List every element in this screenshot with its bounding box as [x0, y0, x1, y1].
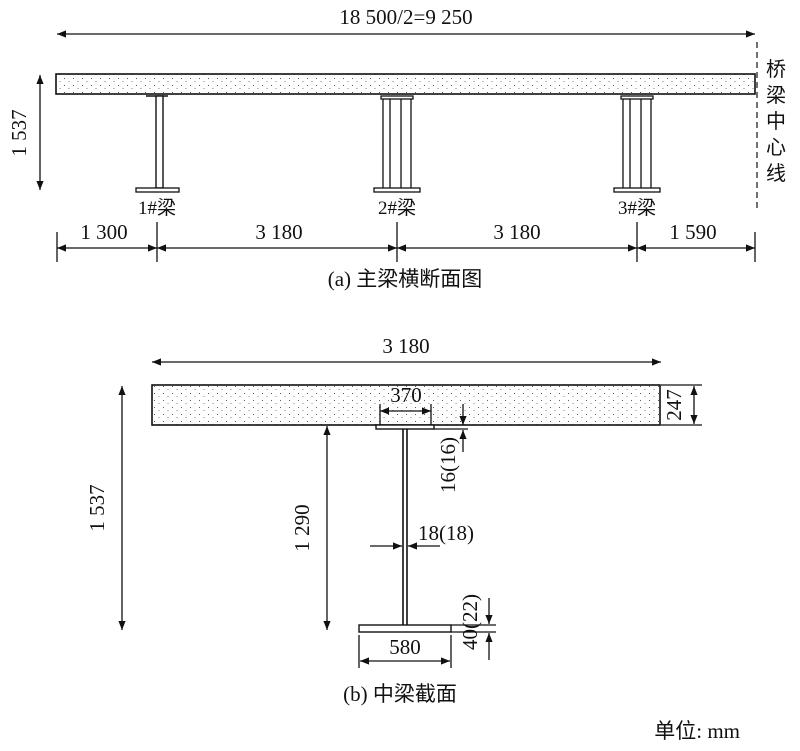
- spacing-dimension-chain: [56, 222, 756, 262]
- caption-a: (a) 主梁横断面图: [328, 267, 483, 291]
- height-label: 1 537: [7, 109, 31, 156]
- concrete-slab: [151, 384, 661, 426]
- deck-slab: [55, 73, 756, 95]
- panel-b-middle-girder-section: 3 180 247 370 16(16) 1 537 1 290: [85, 334, 702, 706]
- svg-text:心: 心: [766, 135, 786, 159]
- svg-text:线: 线: [766, 161, 786, 185]
- slab-thickness-label: 247: [662, 389, 686, 421]
- slab-width-label: 3 180: [382, 334, 429, 358]
- girder-3: [613, 95, 661, 193]
- spacing-label-2: 3 180: [255, 220, 302, 244]
- centerline-label: 桥 梁 中 心 线: [766, 57, 786, 185]
- spacing-label-4: 1 590: [669, 220, 716, 244]
- beam-label-2: 2#梁: [378, 197, 416, 219]
- unit-note: 单位: mm: [654, 719, 740, 743]
- girder-2: [373, 95, 421, 193]
- svg-text:梁: 梁: [766, 83, 786, 107]
- total-width-label: 18 500/2=9 250: [339, 5, 472, 29]
- steel-i-section: [358, 424, 452, 633]
- bottom-flange-width-label: 580: [389, 635, 421, 659]
- panel-a-cross-section: 18 500/2=9 250 桥 梁 中 心 线 1 537: [7, 5, 786, 291]
- girder-1: [135, 95, 180, 193]
- web-thickness-label: 18(18): [418, 521, 474, 545]
- beam-label-1: 1#梁: [138, 197, 176, 219]
- top-flange-thickness-label: 16(16): [436, 437, 460, 493]
- spacing-label-3: 3 180: [493, 220, 540, 244]
- top-flange-width-label: 370: [390, 383, 422, 407]
- caption-b: (b) 中梁截面: [343, 682, 457, 706]
- overall-height-label: 1 537: [85, 484, 109, 531]
- svg-text:中: 中: [766, 109, 786, 133]
- bottom-flange-thickness-label: 40(22): [458, 594, 482, 650]
- steel-height-label: 1 290: [290, 504, 314, 551]
- beam-label-3: 3#梁: [618, 197, 656, 219]
- spacing-label-1: 1 300: [80, 220, 127, 244]
- svg-text:桥: 桥: [766, 57, 786, 81]
